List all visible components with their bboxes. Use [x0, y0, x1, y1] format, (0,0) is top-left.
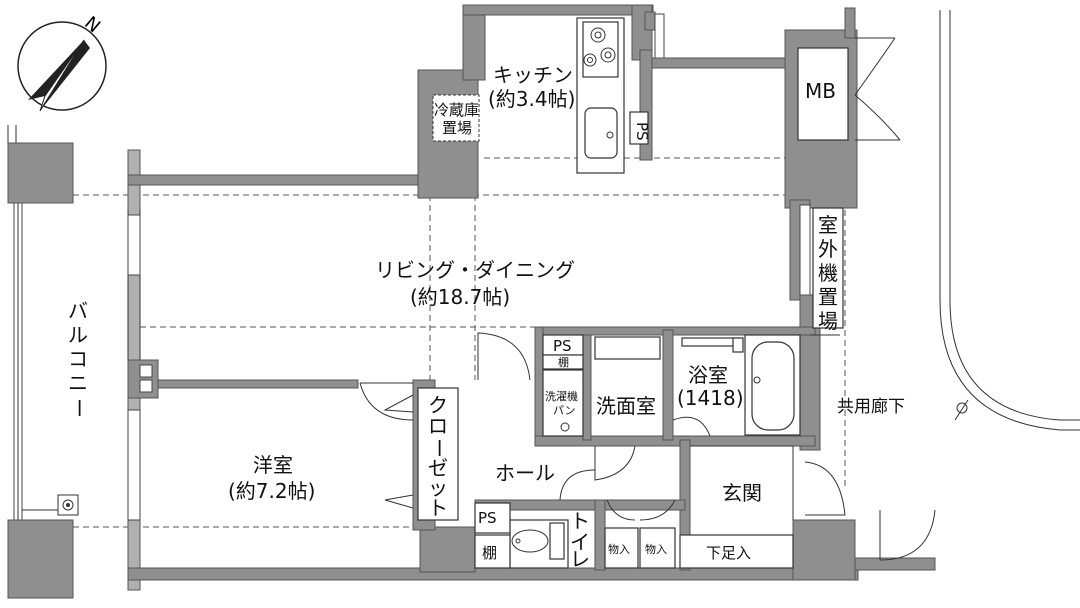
shelf-upper-box [542, 354, 584, 370]
fridge-space [432, 94, 480, 142]
kitchen-name: キッチン [493, 63, 573, 87]
closet-char: ト [428, 496, 448, 520]
balcony-column-bottom [7, 519, 74, 599]
closet-box [417, 387, 459, 521]
corridor-label: 共用廊下 [837, 397, 905, 417]
outdoor-unit-label: 室 外 機 置 場 [818, 213, 838, 333]
compass: N [17, 12, 107, 112]
living-name: リビング・ダイニング [375, 258, 575, 282]
corridor-railing [939, 10, 1080, 431]
western-size: (約7.2帖) [228, 479, 315, 503]
outdoor-unit-char: 場 [818, 309, 838, 333]
ps-kitchen-label: PS [633, 122, 651, 141]
bathtub [681, 334, 801, 436]
balcony-label: バ ル コ ニ ー [67, 299, 91, 418]
shelf-upper-label: 棚 [558, 355, 569, 369]
toilet-char: レ [570, 547, 590, 571]
closet-char: ー [427, 438, 451, 458]
fridge-label-2: 置場 [442, 119, 472, 137]
shelf-lower-box [474, 534, 511, 569]
mb-label: MB [805, 79, 836, 103]
storage2-box [639, 527, 676, 569]
outdoor-unit-char: 置 [818, 285, 838, 309]
balcony-char: ニ [68, 371, 88, 395]
western-name: 洋室 [253, 453, 293, 477]
ps-lower-label: PS [478, 509, 497, 527]
toilet-label: ト イ レ [570, 509, 590, 571]
toilet-fixture [509, 519, 569, 569]
fridge-label-1: 冷蔵庫 [434, 101, 479, 119]
washroom-label: 洗面室 [596, 394, 656, 418]
outdoor-unit-char: 機 [818, 261, 838, 285]
living-size: (約18.7帖) [410, 285, 510, 309]
shoe-box [679, 534, 794, 569]
balcony-char: バ [68, 299, 88, 323]
balcony-char: ル [68, 323, 88, 347]
bath-size: (1418) [677, 386, 744, 410]
kitchen-counter [576, 17, 649, 174]
storage2-label: 物入 [645, 542, 667, 556]
outdoor-unit-char: 外 [818, 237, 838, 261]
outdoor-unit-char: 室 [818, 213, 838, 237]
doors [359, 37, 936, 561]
ceiling-lines [73, 155, 846, 528]
compass-needle-tail [39, 39, 85, 112]
closet-char: ロ [428, 414, 448, 438]
closet-char: ゼ [428, 456, 448, 480]
ps-upper-label: PS [553, 337, 572, 355]
balcony-char: ー [67, 398, 91, 418]
toilet-char: ト [570, 509, 590, 533]
washer-pan [542, 369, 584, 437]
washer-label-1: 洗濯機 [545, 389, 578, 403]
entrance-label: 玄関 [722, 481, 762, 505]
bath-name: 浴室 [688, 363, 728, 387]
closet-char: ク [428, 393, 448, 417]
balcony-char: コ [68, 347, 88, 371]
balcony-column-top [7, 142, 74, 204]
storage1-label: 物入 [608, 542, 630, 556]
shoe-box-label: 下足入 [706, 544, 751, 562]
toilet-char: イ [570, 530, 590, 554]
closet-label: ク ロ ー ゼ ッ ト [427, 393, 451, 520]
shelf-lower-label: 棚 [482, 544, 497, 562]
room-labels: キッチン (約3.4帖) 冷蔵庫 置場 PS MB 室 外 機 置 場 リビング… [67, 63, 905, 571]
storage1-box [604, 527, 639, 569]
ps-lower-box [474, 502, 511, 534]
closet-char: ッ [428, 476, 448, 500]
washer-label-2: パン [553, 404, 576, 417]
kitchen-size: (約3.4帖) [488, 87, 575, 111]
washroom-vanity [594, 336, 661, 360]
hall-label: ホール [495, 461, 555, 485]
